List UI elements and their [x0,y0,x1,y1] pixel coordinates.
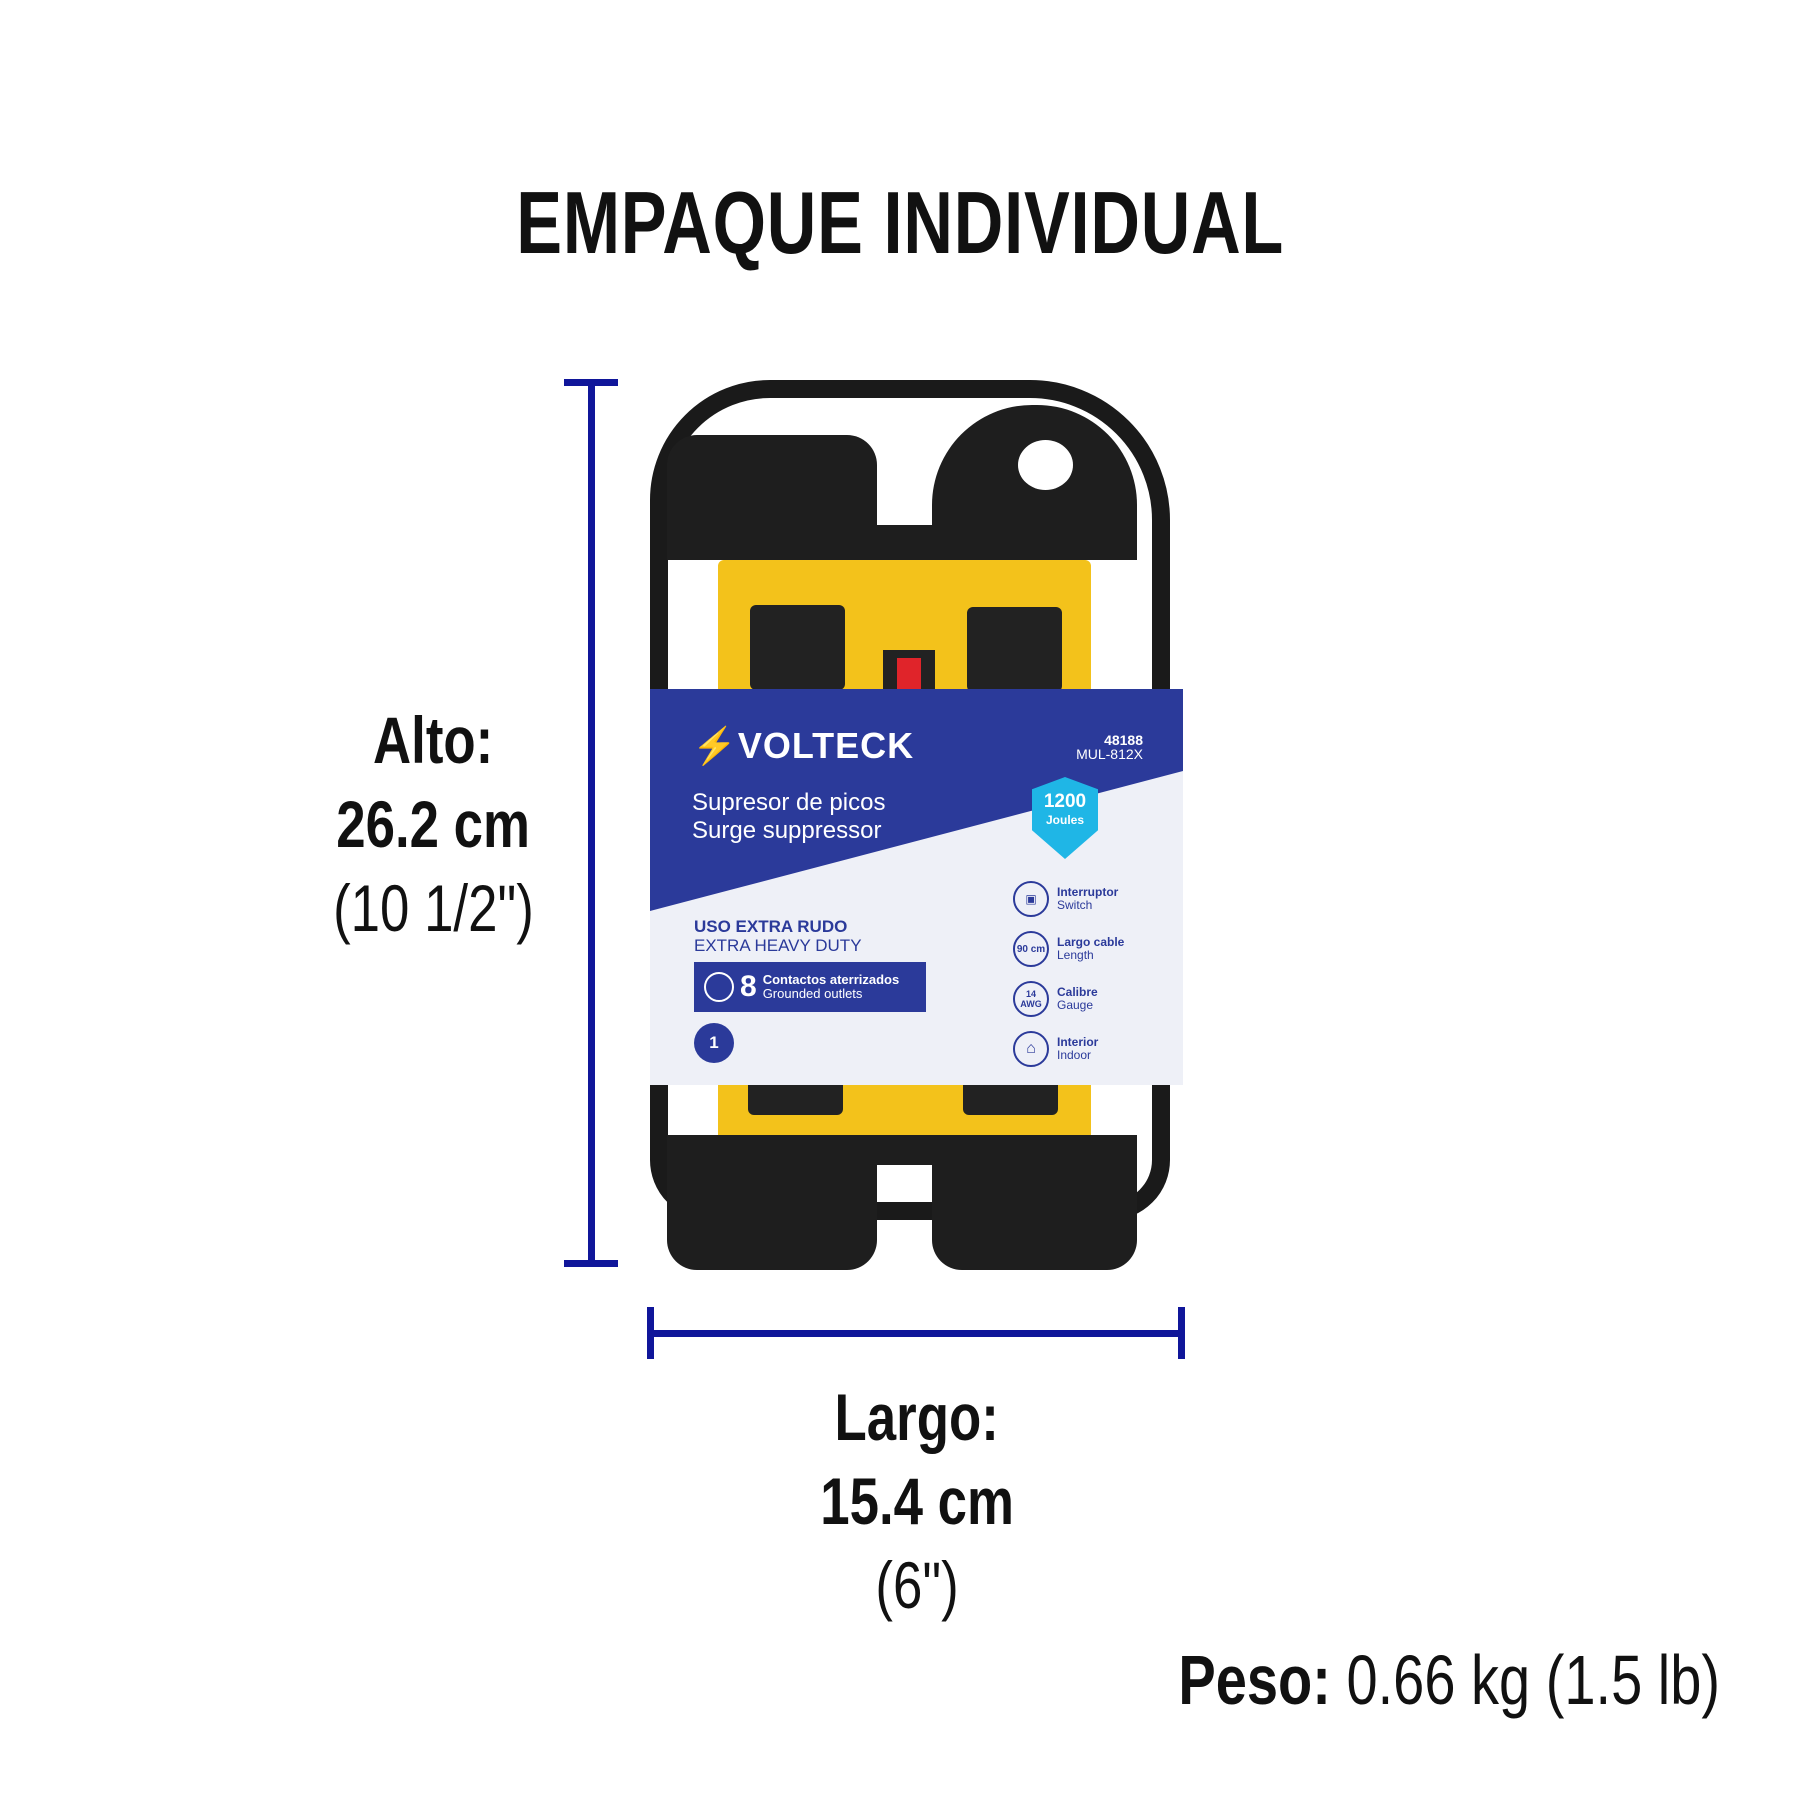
warranty-seal: 1 [694,1023,734,1063]
switch-icon: ▣ [1013,881,1049,917]
cable-length-icon: 90 cm [1013,931,1049,967]
height-measurement: Alto: 26.2 cm (10 1/2") [233,698,633,950]
holder-bottom-bar [667,1135,1137,1165]
house-icon: ⌂ [1013,1031,1049,1067]
width-measurement: Largo: 15.4 cm (6") [717,1375,1117,1627]
width-dimension-line [650,1330,1182,1337]
width-label: Largo: [834,1380,1000,1454]
holder-top-bar [667,525,1137,560]
holder-bottom-left [667,1155,877,1270]
height-imperial: (10 1/2") [332,871,534,945]
gauge-icon: 14 AWG [1013,981,1049,1017]
height-metric: 26.2 cm [336,787,530,861]
height-line-cap-top [564,379,618,386]
outlet [750,605,845,690]
height-line-cap-bottom [564,1260,618,1267]
model-info: 48188 MUL-812X [1076,732,1143,762]
duty-rating: USO EXTRA RUDO EXTRA HEAVY DUTY [694,917,862,955]
width-imperial: (6") [875,1548,959,1622]
weight: Peso: 0.66 kg (1.5 lb) [1178,1641,1720,1719]
holder-bottom-right [932,1155,1137,1270]
product-name: Supresor de picos Surge suppressor [692,789,886,844]
height-dimension-line [588,381,595,1264]
package-label: ⚡VOLTECK 48188 MUL-812X Supresor de pico… [650,689,1183,1085]
volteck-logo: ⚡VOLTECK [692,725,915,766]
width-line-cap-left [647,1307,654,1359]
width-line-cap-right [1178,1307,1185,1359]
height-label: Alto: [372,703,494,777]
outlet-icon [704,972,734,1002]
hang-hole [1018,440,1073,490]
label-blue-band [650,689,1183,911]
width-metric: 15.4 cm [820,1464,1014,1538]
page-title: EMPAQUE INDIVIDUAL [516,173,1284,272]
outlet [967,607,1062,692]
